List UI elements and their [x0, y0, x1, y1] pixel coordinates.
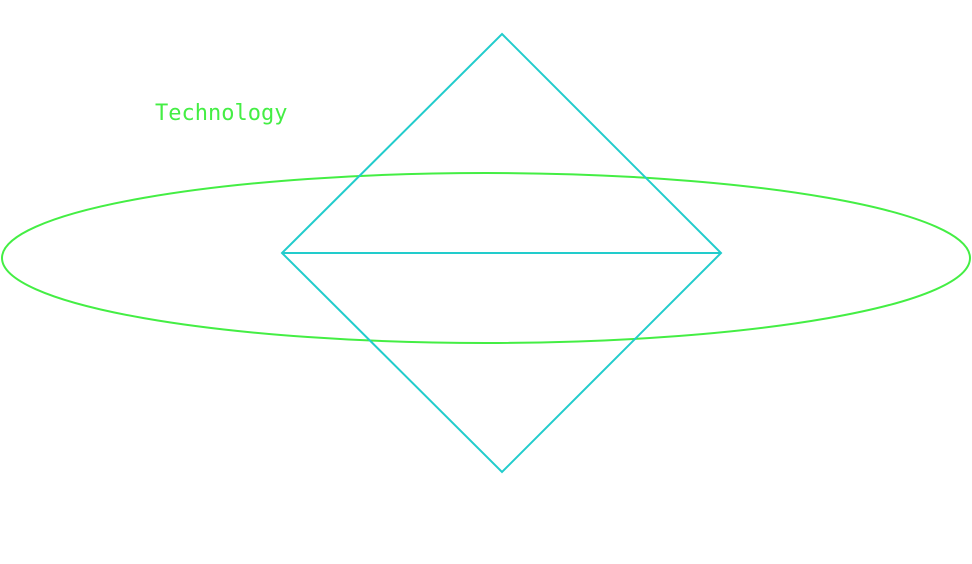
outer-ellipse — [1, 172, 971, 344]
technology-label: Technology — [155, 101, 287, 126]
diamond-shape — [280, 32, 723, 474]
